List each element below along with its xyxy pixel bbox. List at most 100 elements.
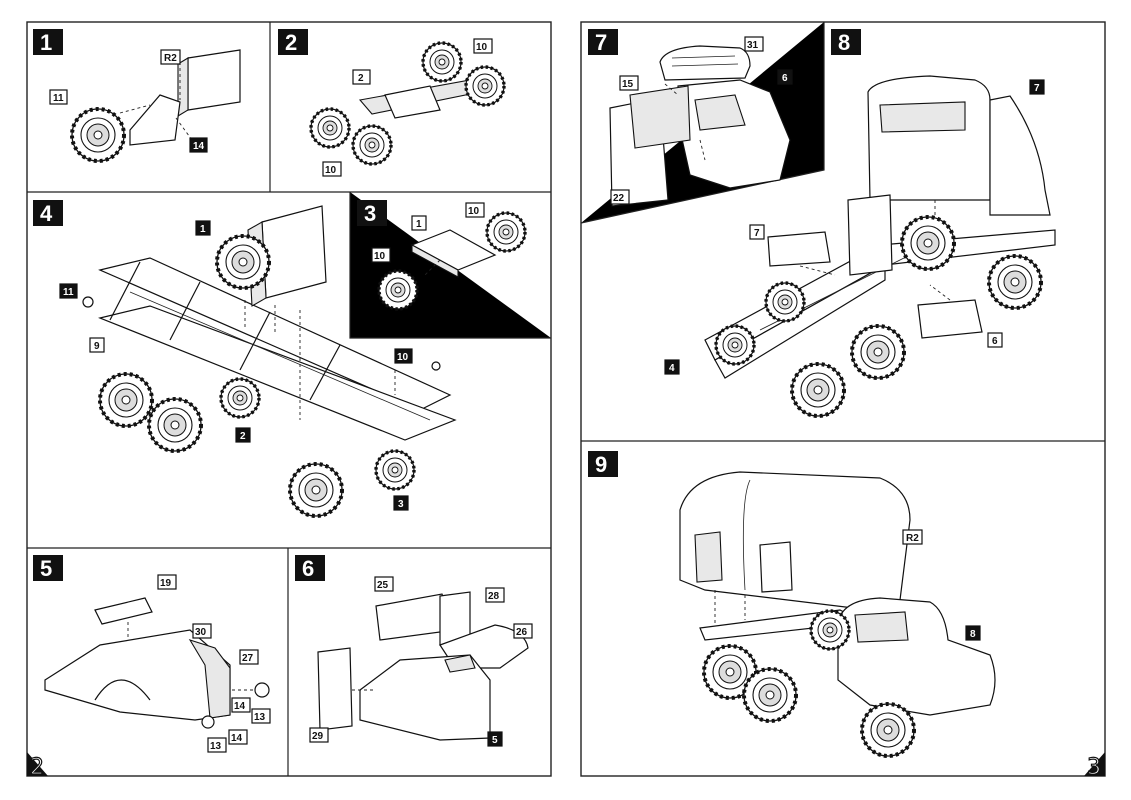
callout-step7-6: 6 <box>777 69 793 85</box>
step-7-drawing <box>609 45 791 207</box>
svg-text:2: 2 <box>240 431 246 442</box>
callout-26: 26 <box>513 623 533 639</box>
callout-r2: R2 <box>160 49 181 65</box>
svg-text:14: 14 <box>193 141 205 152</box>
callout-step3-10-left: 10 <box>371 247 391 263</box>
callout-step3-1: 1 <box>411 215 427 231</box>
svg-text:3: 3 <box>398 499 404 510</box>
svg-text:31: 31 <box>747 40 759 51</box>
svg-text:28: 28 <box>488 591 500 602</box>
svg-text:6: 6 <box>992 336 998 347</box>
step-2-badge: 2 <box>278 29 308 55</box>
svg-text:R2: R2 <box>906 533 919 544</box>
callout-13-bottom: 13 <box>207 737 227 753</box>
svg-text:11: 11 <box>63 287 74 298</box>
step-3-panel: 3 1 10 10 <box>357 200 527 311</box>
svg-text:7: 7 <box>595 30 607 55</box>
svg-text:8: 8 <box>838 30 850 55</box>
callout-25: 25 <box>374 576 394 592</box>
svg-text:11: 11 <box>53 93 64 104</box>
svg-text:4: 4 <box>40 201 53 226</box>
step-1-badge: 1 <box>33 29 63 55</box>
svg-text:27: 27 <box>242 653 254 664</box>
svg-text:30: 30 <box>195 627 207 638</box>
svg-text:2: 2 <box>285 30 297 55</box>
step-8-panel: 8 7 <box>664 29 1056 418</box>
svg-text:22: 22 <box>613 193 625 204</box>
callout-step9-r2: R2 <box>902 529 923 545</box>
callout-27: 27 <box>239 649 259 665</box>
callout-step8-4: 4 <box>664 359 680 375</box>
svg-text:19: 19 <box>160 578 172 589</box>
callout-29: 29 <box>309 727 329 743</box>
svg-text:R2: R2 <box>164 53 177 64</box>
svg-text:10: 10 <box>397 352 409 363</box>
step-8-drawing <box>704 75 1056 418</box>
step-3-drawing <box>377 211 527 311</box>
svg-text:9: 9 <box>94 341 100 352</box>
callout-13-right: 13 <box>251 708 271 724</box>
step-7-badge: 7 <box>588 29 618 55</box>
svg-text:14: 14 <box>231 733 243 744</box>
step-2-panel: 2 2 10 10 <box>278 29 506 177</box>
svg-text:14: 14 <box>234 701 246 712</box>
step-1-panel: 1 R2 11 14 <box>33 29 241 163</box>
step-3-badge: 3 <box>357 200 387 226</box>
svg-text:13: 13 <box>254 712 266 723</box>
svg-text:6: 6 <box>782 73 788 84</box>
svg-text:13: 13 <box>210 741 222 752</box>
svg-text:7: 7 <box>1034 83 1040 94</box>
step-9-drawing <box>679 471 996 758</box>
svg-text:1: 1 <box>416 219 422 230</box>
callout-step4-2: 2 <box>235 427 251 443</box>
svg-text:10: 10 <box>325 165 337 176</box>
svg-text:6: 6 <box>302 556 314 581</box>
callout-15: 15 <box>619 75 639 91</box>
step-5-drawing <box>44 597 270 729</box>
svg-text:4: 4 <box>669 363 675 374</box>
step-4-badge: 4 <box>33 200 63 226</box>
callout-step3-10-top: 10 <box>465 202 485 218</box>
callout-step4-9: 9 <box>89 337 105 353</box>
callout-14-right: 14 <box>231 697 251 713</box>
callout-14: 14 <box>189 137 208 153</box>
svg-text:10: 10 <box>468 206 480 217</box>
callout-step9-8: 8 <box>965 625 981 641</box>
step-7-panel: 7 31 15 6 22 <box>588 29 793 207</box>
callout-step6-5: 5 <box>487 731 503 747</box>
step-9-badge: 9 <box>588 451 618 477</box>
step-9-panel: 9 R2 8 <box>588 451 996 758</box>
svg-text:7: 7 <box>754 228 760 239</box>
step-5-panel: 5 19 30 27 14 13 <box>33 555 271 753</box>
svg-text:8: 8 <box>970 629 976 640</box>
svg-text:1: 1 <box>40 30 52 55</box>
callout-28: 28 <box>485 587 505 603</box>
svg-text:10: 10 <box>374 251 386 262</box>
svg-text:25: 25 <box>377 580 389 591</box>
callout-step8-7-outline: 7 <box>749 224 765 240</box>
callout-31: 31 <box>744 36 764 52</box>
svg-text:26: 26 <box>516 627 528 638</box>
step-6-panel: 6 25 28 26 29 5 <box>295 555 533 747</box>
step-4-panel: 4 <box>33 200 457 518</box>
page-number-left: 2 <box>27 752 48 781</box>
svg-text:15: 15 <box>622 79 634 90</box>
svg-text:5: 5 <box>492 735 498 746</box>
callout-step4-10: 10 <box>394 348 413 364</box>
svg-text:2: 2 <box>358 73 364 84</box>
svg-text:9: 9 <box>595 452 607 477</box>
callout-step4-11: 11 <box>59 283 78 299</box>
svg-text:3: 3 <box>1087 755 1101 780</box>
callout-2: 2 <box>352 69 371 85</box>
step-4-drawing <box>82 205 457 518</box>
svg-text:2: 2 <box>30 755 44 780</box>
callout-14-bottom: 14 <box>228 729 248 745</box>
callout-step4-1: 1 <box>195 220 211 236</box>
callout-11: 11 <box>49 89 68 105</box>
callout-step8-6: 6 <box>987 332 1003 348</box>
step-2-drawing <box>309 41 506 166</box>
svg-text:29: 29 <box>312 731 324 742</box>
callout-10-bottom: 10 <box>322 161 342 177</box>
step-6-drawing <box>317 591 529 741</box>
